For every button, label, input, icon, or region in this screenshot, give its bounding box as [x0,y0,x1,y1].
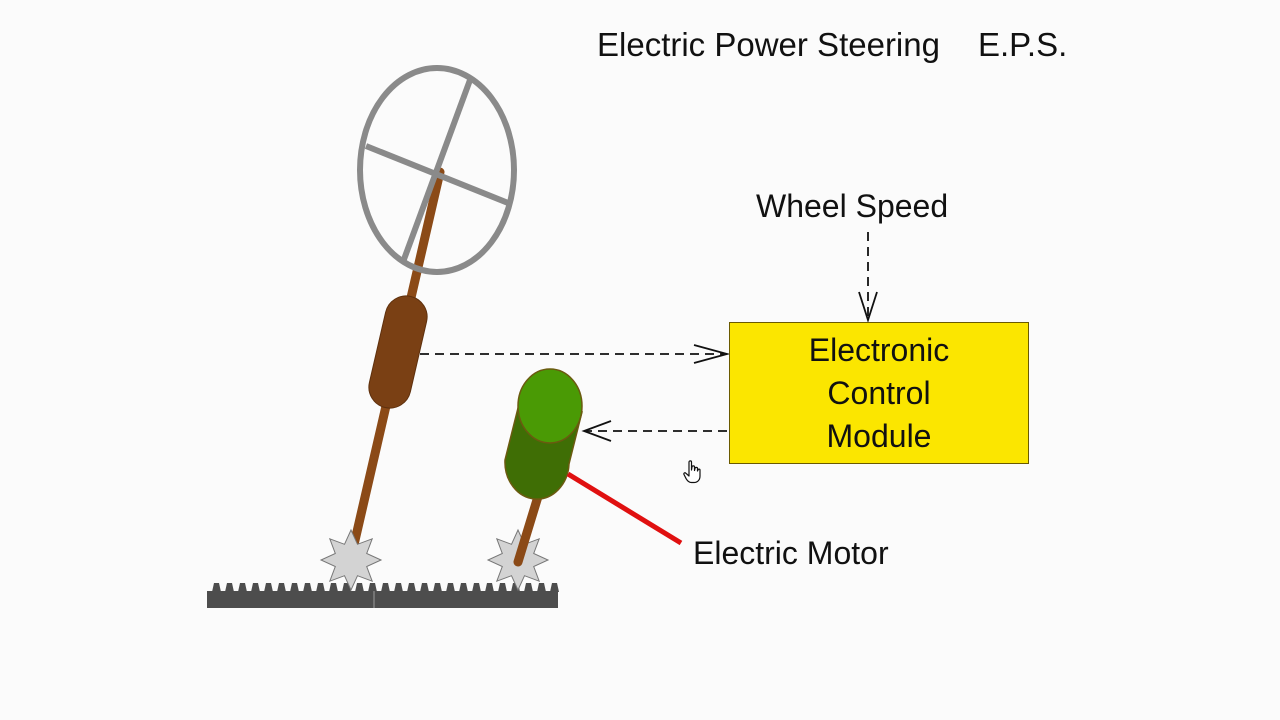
ecm-label-line1: Electronic [808,331,950,368]
motor-pointer-line [566,471,683,546]
electric-motor [504,368,583,500]
rack-teeth [212,583,559,592]
electric-motor-label: Electric Motor [693,535,889,571]
diagram-title: Electric Power Steering E.P.S. [597,26,1067,64]
ecm-label-line2: Control [827,374,931,411]
pinion-gear-left [319,528,383,592]
signal-lines [420,232,878,442]
steering-wheel [357,65,517,275]
wheel-speed-arrowhead [858,291,878,323]
torque-sensor [368,295,428,409]
wheel-speed-label: Wheel Speed [756,188,949,224]
title-abbreviation: E.P.S. [977,26,1068,63]
motor-command-arrowhead [581,420,612,442]
hand-cursor-icon [683,460,701,484]
steering-wheel-spoke-vertical [400,78,473,264]
steering-wheel-spoke-horizontal [364,143,510,206]
title-text: Electric Power Steering [597,26,940,63]
steering-rack [207,583,559,608]
motor-end-cap [517,368,583,444]
motor-shaft [513,485,545,567]
ecm-label-line3: Module [826,417,932,454]
electronic-control-module: Electronic Control Module [729,322,1029,464]
torque-signal-arrowhead [693,344,731,364]
rack-bar [207,591,558,608]
steering-wheel-rim [357,65,517,275]
